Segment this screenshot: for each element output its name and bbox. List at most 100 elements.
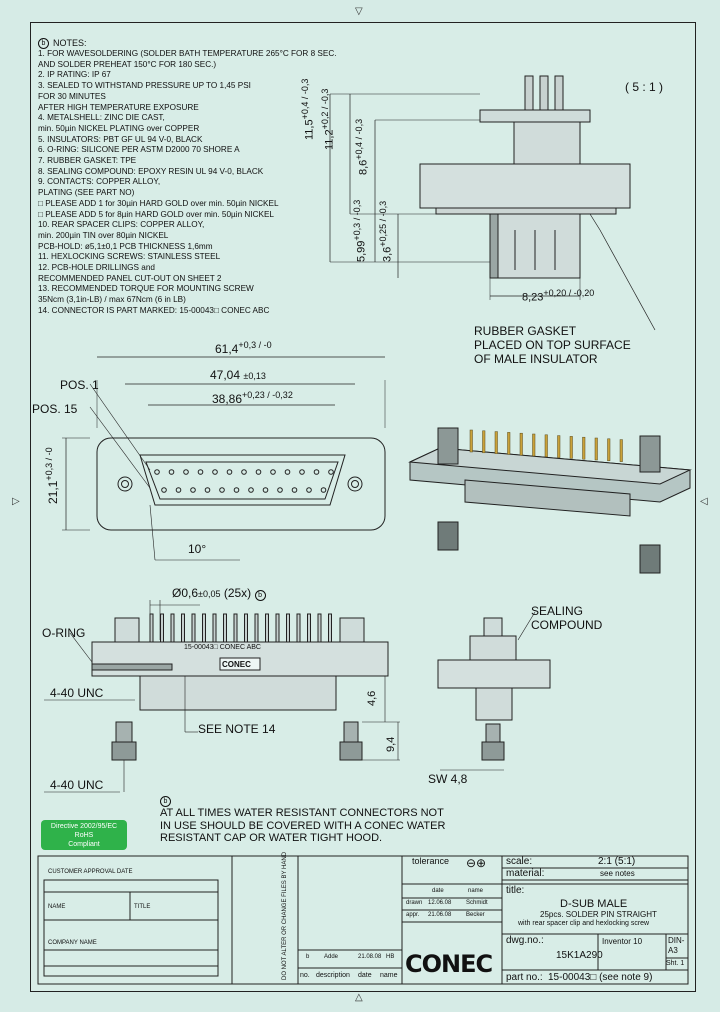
dim-38-86: 38,86+0,23 / -0,32 (212, 390, 293, 406)
side-pin (254, 613, 259, 643)
screw-label-1: 4-40 UNC (50, 686, 104, 700)
part-marking: 15-00043□ CONEC ABC (184, 644, 261, 651)
part-label: part no.: (506, 972, 543, 983)
revision-b-icon: b (38, 38, 49, 49)
note-line: □ PLEASE ADD 1 for 30µin HARD GOLD over … (38, 198, 279, 208)
rev-b: b (306, 954, 310, 960)
pin-count: (25x) (223, 586, 252, 600)
pin-contact (175, 487, 182, 493)
sealing-compound-label: SEALING COMPOUND (531, 604, 602, 632)
dim-47-04-value: 47,04 (210, 368, 241, 382)
checked-name: Becker (466, 912, 485, 918)
top-center-mark-icon: ▽ (355, 6, 363, 17)
oring-label: O-RING (42, 626, 86, 640)
pin-diameter-value: Ø0,6 (172, 586, 199, 600)
iso-pin (507, 432, 511, 455)
dim-38-86-value: 38,86 (212, 392, 243, 406)
material-value: see notes (600, 869, 635, 878)
company-field-label: COMPANY NAME (48, 940, 97, 946)
side-pin (181, 613, 185, 643)
rubber-gasket-line2: PLACED ON TOP SURFACE (474, 338, 631, 352)
note-line: PLATING (SEE PART NO) (38, 188, 135, 198)
title-label: title: (506, 885, 525, 896)
note-line: min. 200µin TIN over 80µin NICKEL (38, 230, 169, 240)
iso-pin (469, 429, 473, 453)
pin-contact (212, 469, 218, 475)
side-pin (317, 613, 322, 643)
pin-contact (233, 487, 240, 493)
note-line: 6. O-RING: SILICONE PER ASTM D2000 70 SH… (38, 145, 240, 155)
sheet-label: Sht. 1 (666, 960, 685, 967)
rev-desc: description (316, 972, 350, 979)
bottom-center-mark-icon: △ (355, 992, 363, 1003)
dim-21-1: 21,1+0,3 / -0 (44, 447, 60, 504)
revision-b-icon: b (254, 590, 266, 601)
scale-value: 2:1 (5:1) (598, 856, 636, 867)
note-line: 35Ncm (3,1in-LB) / max 67Ncm (6 in LB) (38, 295, 186, 305)
sw-dim: SW 4,8 (428, 772, 468, 786)
left-center-mark-icon: ▷ (12, 496, 20, 507)
side-pin (286, 613, 290, 643)
drawing-subtitle1: 25pcs. SOLDER PIN STRAIGHT (540, 910, 657, 919)
notes-header: b NOTES: (38, 38, 308, 49)
note-line: 11. HEXLOCKING SCREWS: STAINLESS STEEL (38, 252, 221, 262)
side-pin (191, 613, 196, 643)
see-note-label: SEE NOTE 14 (198, 722, 276, 736)
pos-1-label: POS. 1 (60, 378, 99, 392)
dim-8-23-tol: +0,20 / -0,20 (543, 288, 595, 298)
rubber-gasket-line3: OF MALE INSULATOR (474, 352, 598, 366)
pin-contact (190, 487, 196, 493)
pin-diameter-dim: Ø0,6±0,05 (25x) b (172, 586, 266, 601)
note-line: AND SOLDER PREHEAT 150°C FOR 180 SEC.) (38, 59, 217, 69)
iso-pin-row (469, 429, 623, 462)
name-field-label: NAME (48, 904, 66, 910)
title-block-grid (37, 855, 689, 985)
iso-pin (607, 438, 611, 462)
iso-pin (557, 435, 561, 458)
dim-8-6-tol: +0,4 / -0,3 (354, 118, 364, 160)
sealing-line2: COMPOUND (531, 618, 603, 632)
material-label: material: (506, 868, 545, 879)
dim-11-5: 11,5+0,4 / -0,3 (300, 79, 316, 140)
side-pin (328, 613, 332, 643)
rohs-badge: Directive 2002/95/EC RoHS Compliant (41, 820, 127, 850)
dim-5-99-value: 5,99 (355, 240, 368, 262)
revision-b-icon: b (160, 796, 171, 807)
side-pin (233, 613, 238, 643)
pin-contact (226, 469, 233, 475)
pin-contact (320, 487, 327, 493)
dim-3-6: 3,6+0,25 / -0,3 (378, 201, 394, 262)
note-line: 9. CONTACTS: COPPER ALLOY, (38, 177, 161, 187)
checked-label: appr. (406, 912, 420, 918)
note-line: FOR 30 MINUTES (38, 91, 106, 101)
notes-title: NOTES: (53, 38, 87, 49)
iso-pin (582, 436, 586, 460)
rev-name: name (380, 972, 398, 979)
dim-9-4: 9,4 (385, 736, 397, 752)
customer-approval: CUSTOMER APPROVAL DATE (48, 869, 133, 875)
dim-8-23: 8,23+0,20 / -0,20 (522, 288, 594, 304)
side-view-top (329, 75, 656, 331)
warning-line2: IN USE SHOULD BE COVERED WITH A CONEC WA… (160, 819, 446, 832)
checked-date: 21.06.08 (428, 912, 452, 918)
note-line: 2. IP RATING: IP 67 (38, 70, 111, 80)
name-col: name (468, 888, 484, 894)
end-view (437, 611, 551, 771)
side-pin (307, 613, 311, 643)
side-view-bottom (44, 600, 400, 793)
notes-list: 1. FOR WAVESOLDERING (SOLDER BATH TEMPER… (38, 49, 337, 317)
rev-b-desc: Adde (324, 954, 339, 960)
din-label: DIN-A3 (668, 936, 685, 955)
warning-line1: AT ALL TIMES WATER RESISTANT CONNECTORS … (160, 807, 444, 819)
side-pin (149, 613, 154, 643)
side-pin (202, 613, 206, 643)
scale-label: scale: (506, 856, 533, 867)
pin-contact (204, 487, 211, 493)
front-view (62, 356, 386, 561)
scale-note: ( 5 : 1 ) (625, 80, 664, 94)
drawing-subtitle2: with rear spacer clip and hexlocking scr… (518, 920, 650, 927)
pin-contact (161, 487, 167, 493)
shell-marking: CONEC (222, 660, 251, 669)
iso-pin (594, 437, 598, 461)
pin-contact (299, 469, 305, 475)
